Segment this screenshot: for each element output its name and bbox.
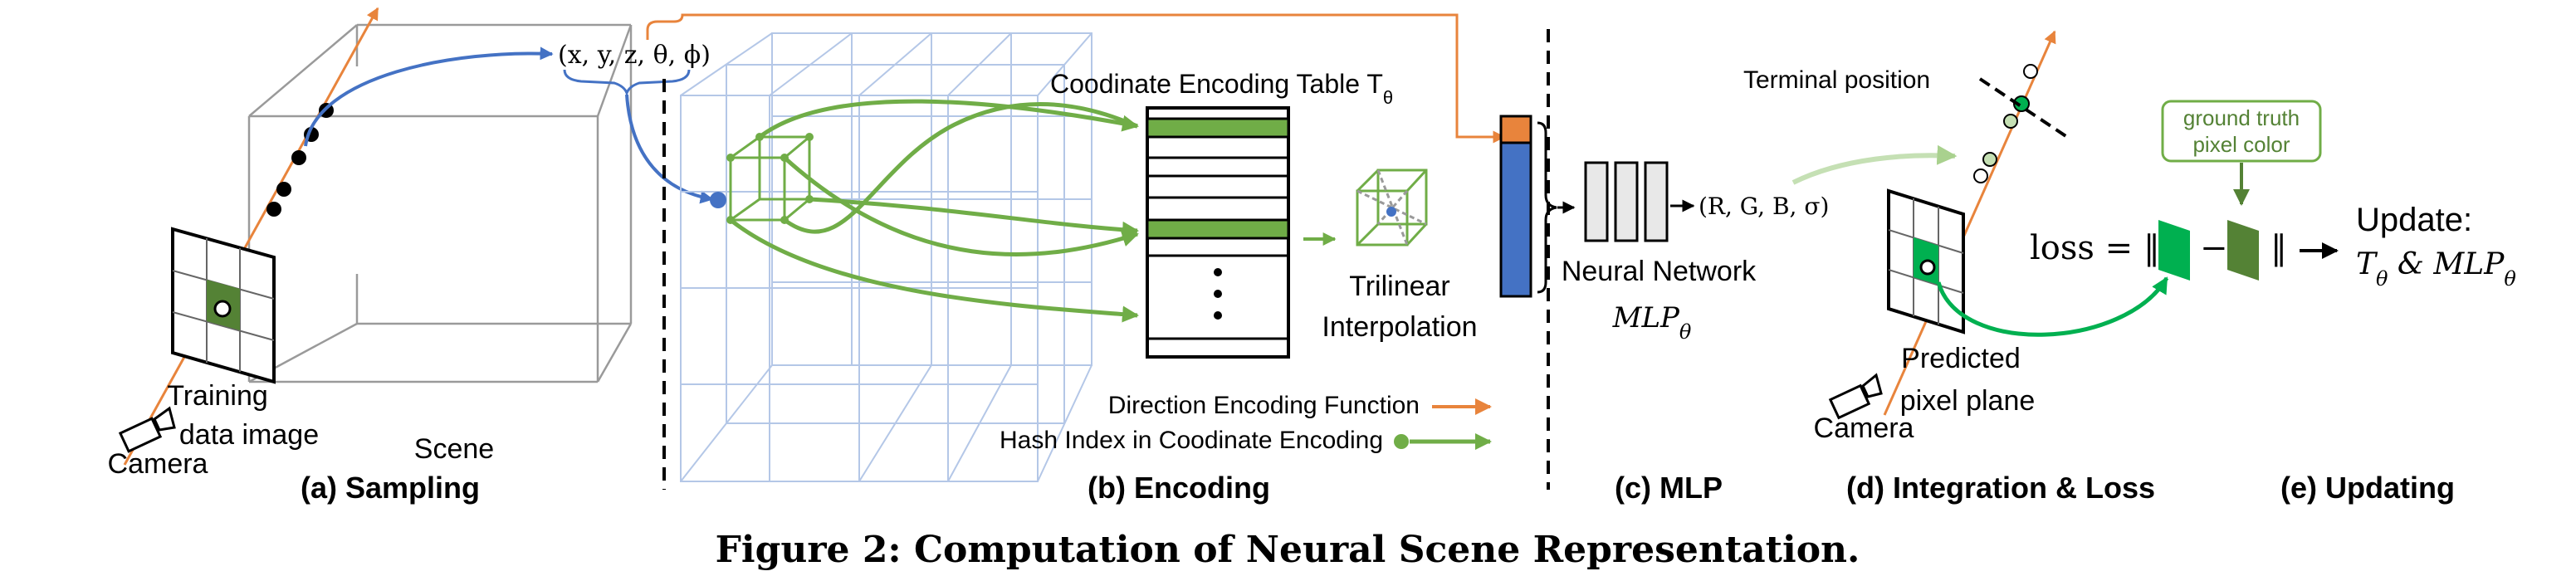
- caption-encoding: (b) Encoding: [1088, 471, 1270, 505]
- integration-panel: Terminal position Predicted pixel plane …: [1743, 30, 2169, 505]
- table-title: Coodinate Encoding Table Tθ: [1050, 69, 1393, 108]
- ray-samples: [1973, 64, 2038, 183]
- legend-hash-dot: [1394, 434, 1409, 449]
- loss-minus: −: [2200, 229, 2228, 267]
- mlp-layers: [1584, 161, 1669, 242]
- gt-pixel-swatch: [2227, 220, 2259, 281]
- caption-sampling: (a) Sampling: [301, 471, 480, 505]
- mlp-output: (R, G, B, σ): [1699, 193, 1829, 220]
- sampling-panel: (x, y, z, θ, ϕ) Training data image Scen…: [108, 7, 1506, 505]
- legend-hash: Hash Index in Coodinate Encoding: [1000, 427, 1383, 454]
- caption-integration: (d) Integration & Loss: [1846, 471, 2155, 505]
- table-ellipsis: [1214, 268, 1222, 320]
- direction-bracket: [646, 13, 1506, 144]
- integration-ray: [1883, 30, 2056, 416]
- update-label-1: Update:: [2356, 202, 2472, 238]
- camera-icon: [118, 406, 176, 453]
- terminal-label: Terminal position: [1743, 66, 1930, 94]
- predicted-pixel-swatch: [2158, 220, 2190, 281]
- coord-brace: [563, 69, 691, 97]
- interp-label-1: Trilinear: [1349, 271, 1450, 302]
- training-image-plane: [171, 227, 276, 384]
- sampling-blue-arrow: [304, 46, 554, 147]
- scene-label: Scene: [414, 433, 494, 465]
- trilinear-cube-icon: [1356, 168, 1428, 247]
- ground-truth-box: [2161, 100, 2322, 163]
- sampling-ray: [123, 7, 379, 466]
- trilinear-center: [1386, 207, 1396, 217]
- ground-truth-label-2: pixel color: [2192, 132, 2290, 157]
- predicted-pixel-plane: [1887, 188, 1965, 334]
- output-to-ray-arrow: [1791, 144, 1958, 185]
- coord-to-point-arrow: [625, 94, 714, 204]
- camera-icon-d: [1828, 373, 1883, 420]
- predicted-label-2: pixel plane: [1900, 385, 2036, 417]
- training-label-1: Training: [167, 380, 268, 412]
- feature-vector: [1499, 115, 1557, 298]
- ground-truth-label-1: ground truth: [2183, 105, 2300, 130]
- camera-label-d: Camera: [1814, 413, 1914, 444]
- legend-direction: Direction Encoding Function: [1108, 392, 1420, 419]
- figure-caption: Figure 2: Computation of Neural Scene Re…: [716, 529, 1860, 571]
- sample-points: [266, 103, 334, 217]
- encoding-panel: Coodinate Encoding Table Tθ Trilinear In…: [680, 32, 1557, 505]
- predicted-label-1: Predicted: [1901, 343, 2021, 374]
- mlp-panel: (R, G, B, σ) Neural Network MLPθ (c) MLP: [1557, 161, 1829, 505]
- hash-arrows: [729, 99, 1139, 323]
- loss-prefix: loss = ‖: [2030, 229, 2160, 267]
- loss-suffix: ‖: [2270, 229, 2287, 267]
- updating-panel: ground truth pixel color loss = ‖ − ‖ Up…: [2030, 100, 2516, 505]
- mlp-label-1: Neural Network: [1562, 256, 1757, 287]
- caption-mlp: (c) MLP: [1615, 471, 1723, 505]
- camera-label-a: Camera: [108, 448, 208, 480]
- query-point: [710, 192, 726, 208]
- scene-cube: [247, 23, 633, 383]
- mlp-label-2: MLPθ: [1612, 301, 1692, 344]
- pixel-to-loss-arrow: [1936, 276, 2169, 337]
- caption-updating: (e) Updating: [2280, 471, 2455, 505]
- hash-grid-cube: [680, 32, 1092, 482]
- coord-tuple: (x, y, z, θ, ϕ): [558, 41, 711, 70]
- training-label-2: data image: [179, 419, 319, 451]
- update-label-2: Tθ & MLPθ: [2356, 247, 2516, 290]
- interp-label-2: Interpolation: [1322, 311, 1477, 343]
